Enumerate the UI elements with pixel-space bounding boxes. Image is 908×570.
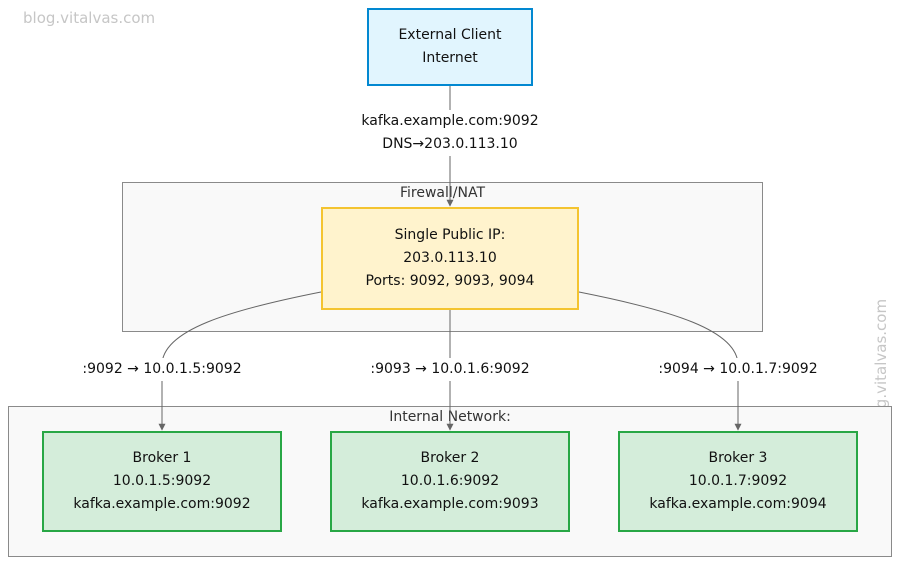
node-broker-1-address: 10.0.1.5:9092 — [112, 473, 212, 489]
node-broker-1-hostname: kafka.example.com:9092 — [73, 496, 251, 512]
node-external-client-title: External Client — [398, 27, 502, 43]
node-broker-3-hostname: kafka.example.com:9094 — [649, 496, 827, 512]
node-external-client-subtitle: Internet — [422, 50, 478, 66]
node-public-ip: Single Public IP: 203.0.113.10 Ports: 90… — [321, 207, 579, 310]
node-broker-2-title: Broker 2 — [420, 450, 480, 466]
edge-label-client-gateway-line2: DNS→203.0.113.10 — [382, 136, 518, 152]
edge-label-client-gateway: kafka.example.com:9092 DNS→203.0.113.10 — [355, 110, 545, 156]
node-broker-2-hostname: kafka.example.com:9093 — [361, 496, 539, 512]
node-broker-3-title: Broker 3 — [708, 450, 768, 466]
node-public-ip-address: 203.0.113.10 — [403, 250, 497, 266]
watermark-top: blog.vitalvas.com — [23, 9, 156, 27]
edge-label-broker1: :9092 → 10.0.1.5:9092 — [72, 358, 252, 381]
node-public-ip-ports: Ports: 9092, 9093, 9094 — [365, 273, 535, 289]
node-broker-1-title: Broker 1 — [132, 450, 192, 466]
cluster-firewall-title: Firewall/NAT — [399, 185, 486, 201]
node-external-client: External Client Internet — [367, 8, 533, 86]
node-public-ip-title: Single Public IP: — [394, 227, 506, 243]
node-broker-1: Broker 1 10.0.1.5:9092 kafka.example.com… — [42, 431, 282, 532]
edge-label-broker2: :9093 → 10.0.1.6:9092 — [360, 358, 540, 381]
edge-label-broker3: :9094 → 10.0.1.7:9092 — [648, 358, 828, 381]
node-broker-3: Broker 3 10.0.1.7:9092 kafka.example.com… — [618, 431, 858, 532]
node-broker-2: Broker 2 10.0.1.6:9092 kafka.example.com… — [330, 431, 570, 532]
edge-label-client-gateway-line1: kafka.example.com:9092 — [361, 113, 539, 129]
node-broker-2-address: 10.0.1.6:9092 — [400, 473, 500, 489]
node-broker-3-address: 10.0.1.7:9092 — [688, 473, 788, 489]
